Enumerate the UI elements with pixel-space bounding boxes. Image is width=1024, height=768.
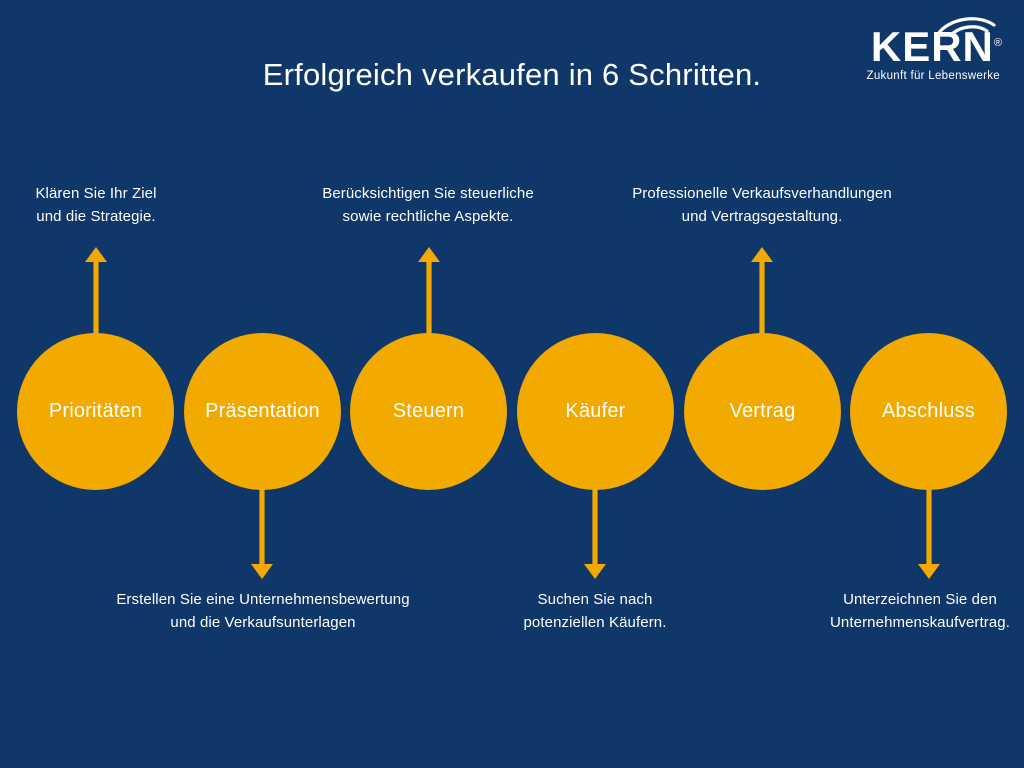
caption-line: Klären Sie Ihr Ziel <box>35 185 157 202</box>
caption-line: Berücksichtigen Sie steuerliche <box>322 185 534 202</box>
kern-logo: KERN® Zukunft für Lebenswerke <box>812 12 1002 82</box>
step-circle-label: Präsentation <box>205 400 320 422</box>
arrow-down-icon-step-4 <box>583 487 607 579</box>
step-circle-5[interactable]: Vertrag <box>684 333 841 490</box>
step-circle-label: Abschluss <box>882 400 975 422</box>
arrow-up-icon-step-3 <box>417 247 441 337</box>
caption-line: sowie rechtliche Aspekte. <box>342 207 514 225</box>
step-circle-1[interactable]: Prioritäten <box>17 333 174 490</box>
step-caption-3: Berücksichtigen Sie steuerliche sowie re… <box>283 183 573 228</box>
arrow-down-icon-step-2 <box>250 487 274 579</box>
arc-swoosh-icon <box>935 12 997 37</box>
caption-line: Unterzeichnen Sie den <box>843 591 997 608</box>
logo-tagline: Zukunft für Lebenswerke <box>866 70 1000 82</box>
caption-line: und die Verkaufsunterlagen <box>170 613 356 631</box>
step-circle-label: Steuern <box>392 400 465 422</box>
step-caption-4: Suchen Sie nach potenziellen Käufern. <box>490 589 700 634</box>
step-caption-6: Unterzeichnen Sie den Unternehmenskaufve… <box>755 589 1024 634</box>
step-circle-3[interactable]: Steuern <box>350 333 507 490</box>
step-circle-4[interactable]: Käufer <box>517 333 674 490</box>
step-caption-5: Professionelle Verkaufsverhandlungen und… <box>593 183 931 228</box>
caption-line: potenziellen Käufern. <box>523 613 667 631</box>
caption-line: und Vertragsgestaltung. <box>681 207 843 225</box>
logo-wordmark-text: KERN <box>870 23 994 70</box>
step-circle-label: Vertrag <box>729 400 796 422</box>
arrow-down-icon-step-6 <box>917 487 941 579</box>
caption-line: und die Strategie. <box>36 207 156 225</box>
arrow-up-icon-step-1 <box>84 247 108 337</box>
registered-trademark-icon: ® <box>993 37 1002 49</box>
page-title: Erfolgreich verkaufen in 6 Schritten. <box>262 57 762 92</box>
caption-line: Suchen Sie nach <box>537 591 653 608</box>
arrow-up-icon-step-5 <box>750 247 774 337</box>
step-circle-label: Prioritäten <box>48 400 143 422</box>
step-circle-6[interactable]: Abschluss <box>850 333 1007 490</box>
step-caption-1: Klären Sie Ihr Ziel und die Strategie. <box>0 183 196 228</box>
logo-wordmark: KERN® <box>812 26 1002 68</box>
caption-line: Professionelle Verkaufsverhandlungen <box>632 185 892 202</box>
step-caption-2: Erstellen Sie eine Unternehmensbewertung… <box>85 589 441 634</box>
step-circle-2[interactable]: Präsentation <box>184 333 341 490</box>
step-circle-label: Käufer <box>565 400 626 422</box>
caption-line: Unternehmenskaufvertrag. <box>830 613 1010 631</box>
caption-line: Erstellen Sie eine Unternehmensbewertung <box>116 591 410 608</box>
